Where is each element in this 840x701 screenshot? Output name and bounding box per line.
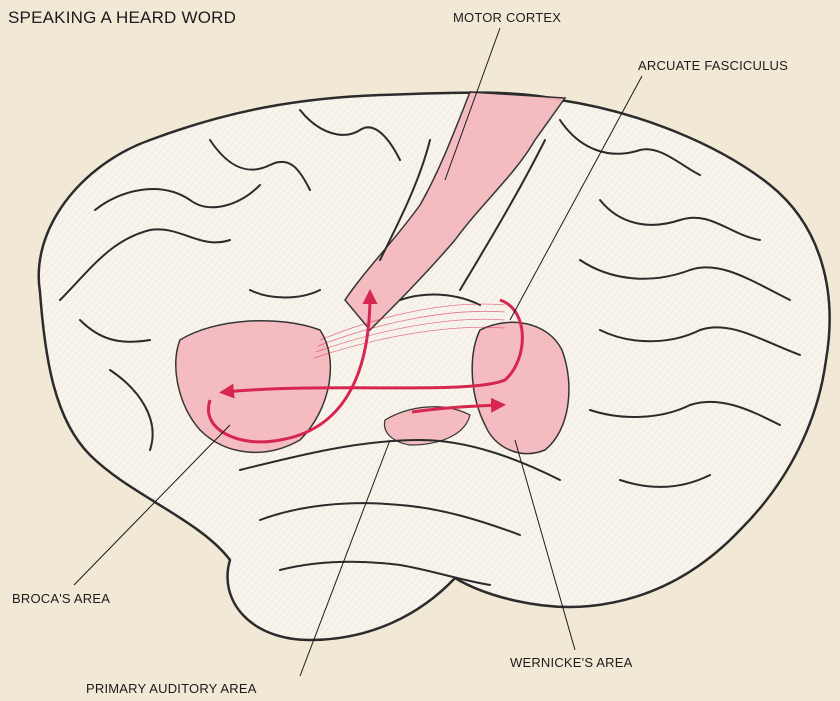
label-motor-cortex: MOTOR CORTEX (453, 10, 561, 25)
label-wernickes-area: WERNICKE'S AREA (510, 655, 633, 670)
label-primary-auditory-area: PRIMARY AUDITORY AREA (86, 681, 257, 696)
diagram-title: SPEAKING A HEARD WORD (8, 8, 236, 28)
label-arcuate-fasciculus: ARCUATE FASCICULUS (638, 58, 788, 73)
label-brocas-area: BROCA'S AREA (12, 591, 110, 606)
